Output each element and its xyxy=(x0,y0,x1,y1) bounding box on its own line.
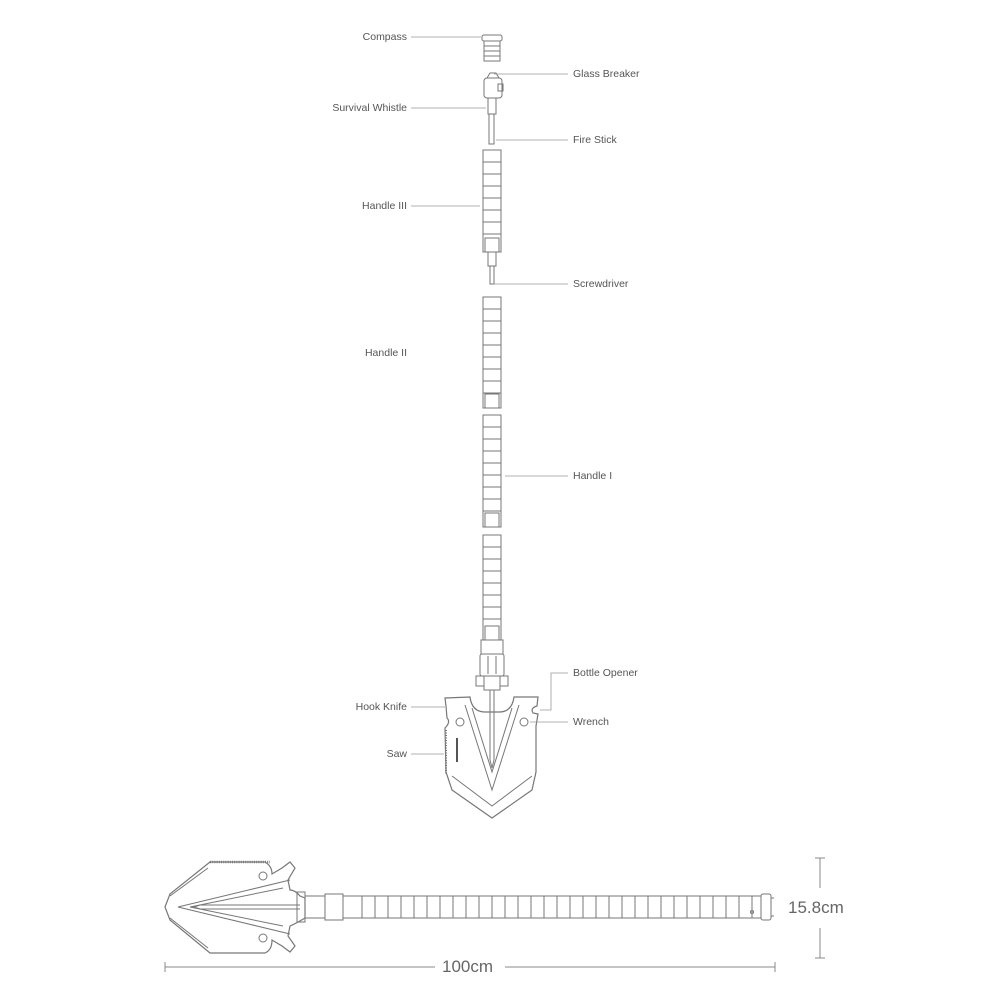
leader-lines xyxy=(411,36,568,755)
segment-line xyxy=(482,534,502,641)
label-saw: Saw xyxy=(386,748,407,760)
label-handle-1: Handle I xyxy=(573,470,613,482)
label-compass: Compass xyxy=(362,31,407,43)
screwdriver-part xyxy=(487,251,497,285)
whistle-part xyxy=(483,72,504,145)
handle-2-part xyxy=(482,296,502,409)
label-screwdriver: Screwdriver xyxy=(573,278,629,290)
dimension-width: 15.8cm xyxy=(788,898,844,917)
label-handle-3: Handle III xyxy=(362,200,407,212)
dimension-length: 100cm xyxy=(442,957,494,976)
label-wrench: Wrench xyxy=(573,716,609,728)
segment-line xyxy=(484,512,500,528)
label-glass-breaker: Glass Breaker xyxy=(573,68,640,80)
label-bottle-opener: Bottle Opener xyxy=(573,667,638,679)
compass-part xyxy=(481,34,503,62)
handle-1-part xyxy=(482,414,502,528)
segment-line xyxy=(484,393,500,409)
handle-3-part xyxy=(482,149,502,253)
label-hook-knife: Hook Knife xyxy=(355,701,407,713)
shovel-horizontal xyxy=(164,860,774,954)
segment-line xyxy=(482,296,502,409)
segment-line xyxy=(482,414,502,528)
handle-base-part xyxy=(482,534,502,641)
segment-line xyxy=(484,625,500,641)
label-survival-whistle: Survival Whistle xyxy=(332,102,407,114)
horizontal-handle-segments xyxy=(361,896,753,918)
segment-line xyxy=(484,237,500,253)
label-fire-stick: Fire Stick xyxy=(573,134,617,146)
segment-line xyxy=(482,149,502,253)
dimension-lines xyxy=(164,857,825,972)
label-handle-2: Handle II xyxy=(364,347,407,359)
blade-vertical xyxy=(444,639,539,819)
